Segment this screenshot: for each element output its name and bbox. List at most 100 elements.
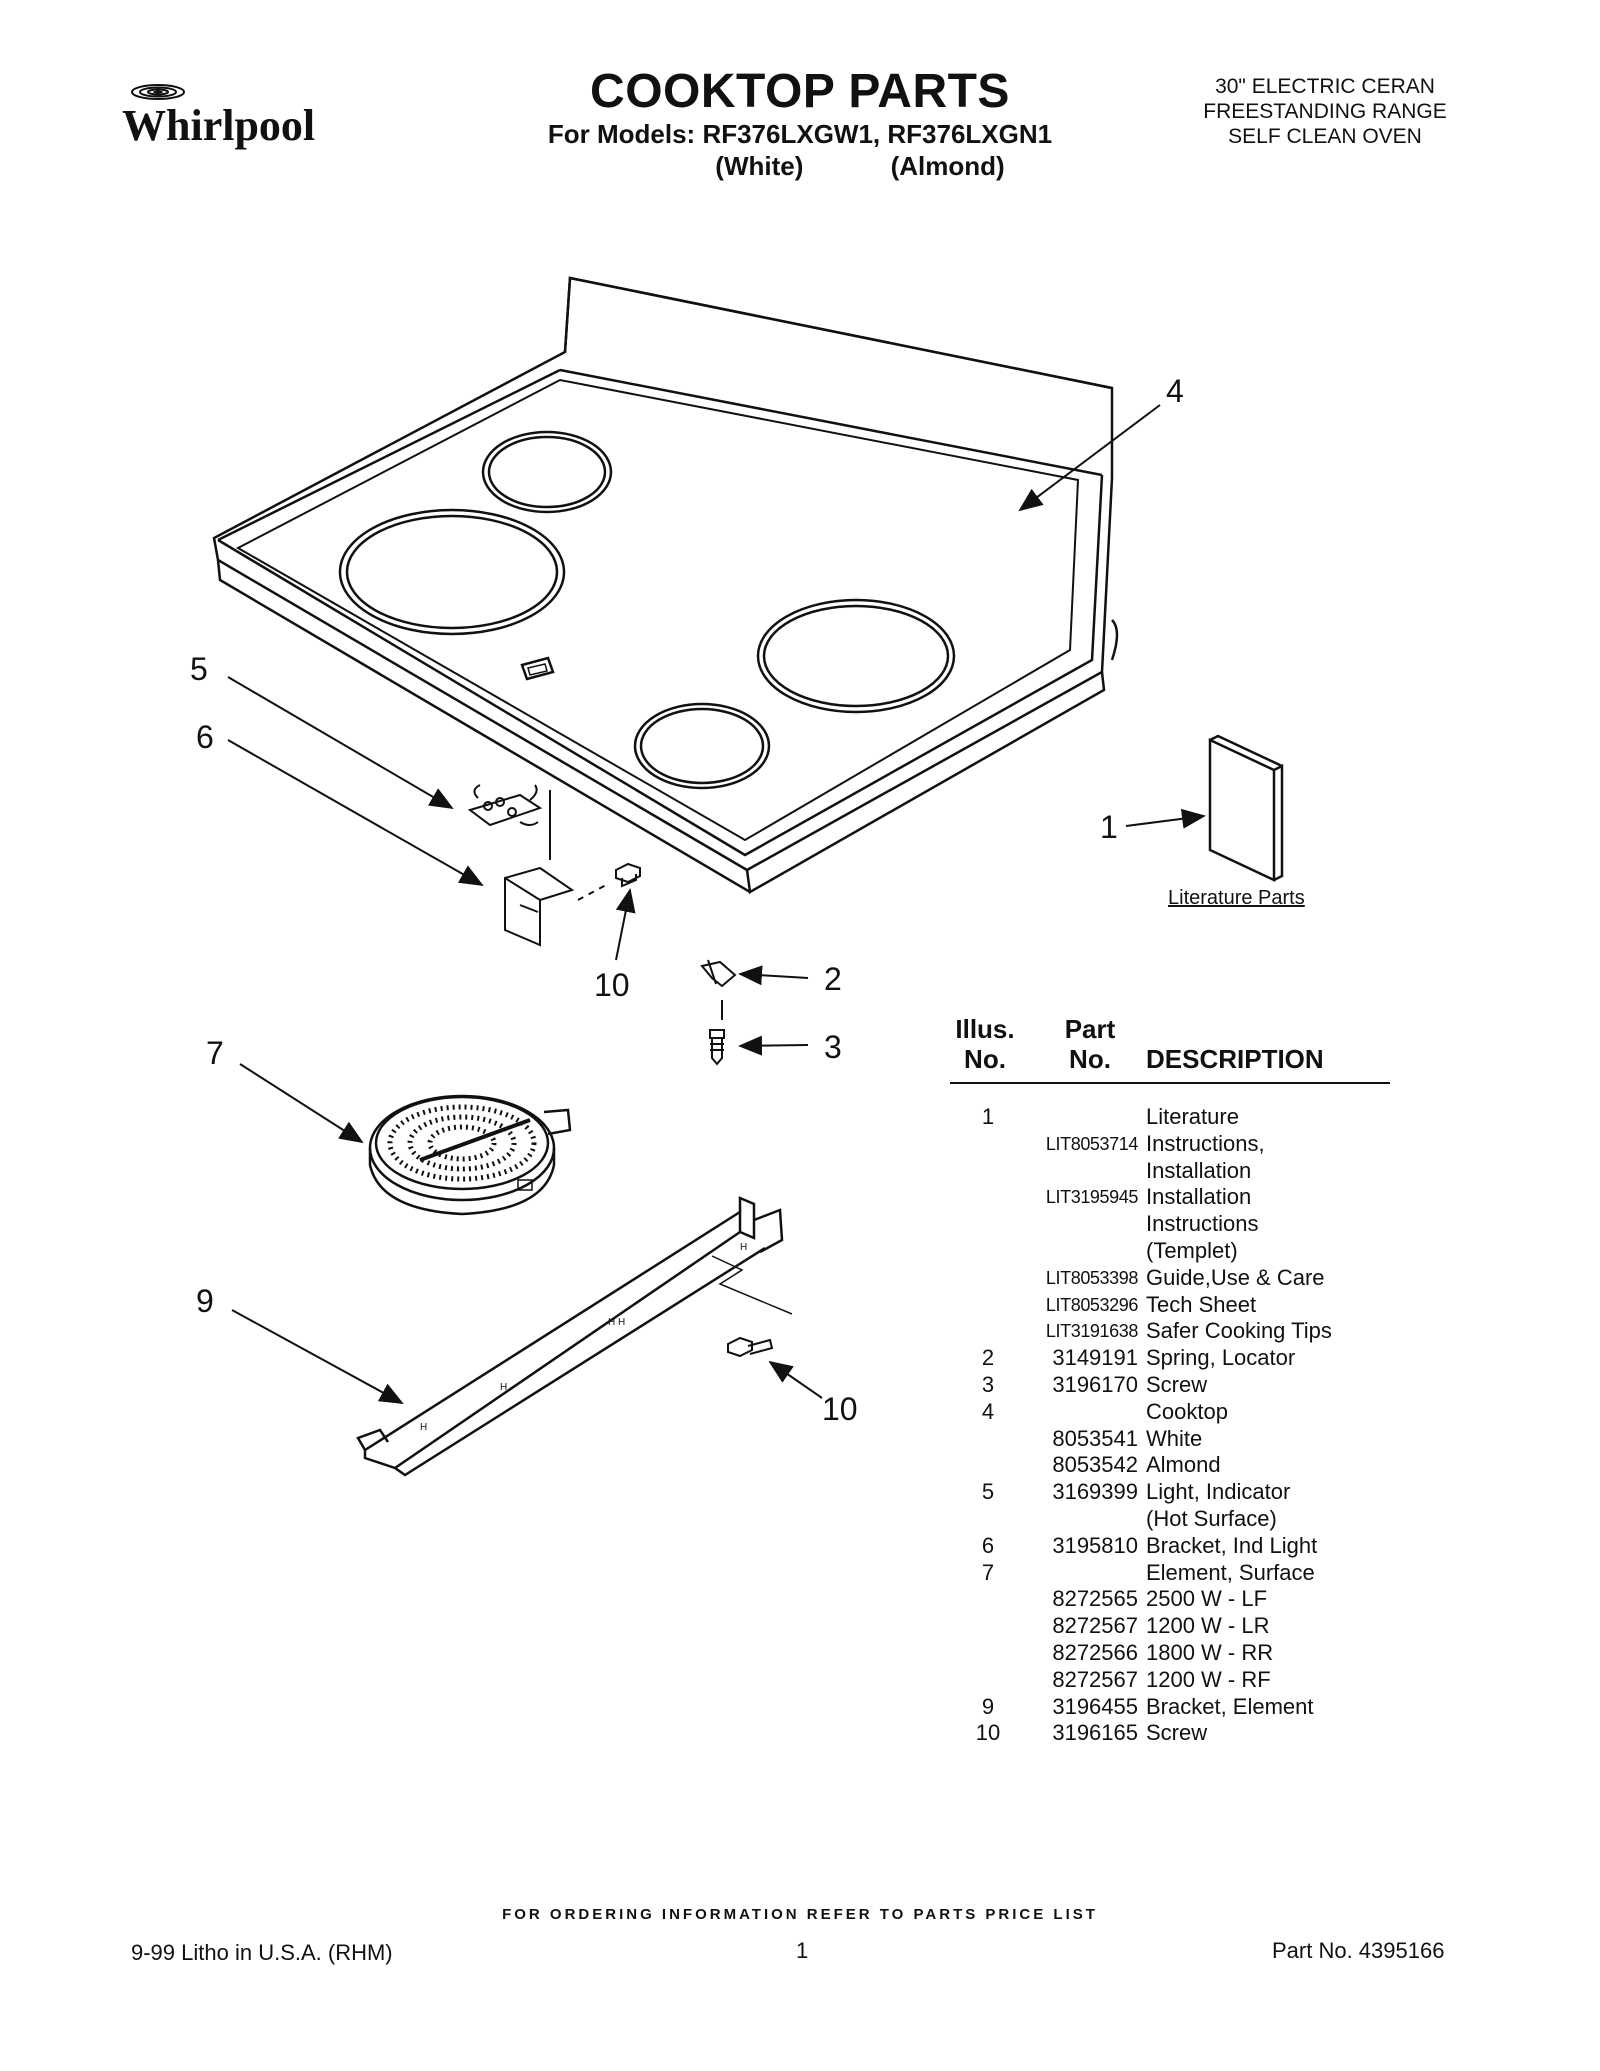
- callout-leader-9: [231, 1309, 404, 1404]
- cell-illus-no: 1: [981, 1104, 995, 1129]
- cell-part-no: LIT3195945: [1045, 1187, 1138, 1208]
- svg-text:H: H: [740, 1242, 747, 1253]
- callout-9: 9: [196, 1283, 214, 1319]
- callout-leader-2: [738, 965, 809, 986]
- callout-leader-1: [1125, 808, 1206, 829]
- cell-part-no: 8272567: [1052, 1666, 1138, 1692]
- parts-table: Illus. No. Part No. DESCRIPTION 1 Literat…: [950, 1010, 1390, 1747]
- table-header: Illus. No. Part No. DESCRIPTION: [950, 1010, 1390, 1084]
- table-row: 8272567 1200 W - RF: [950, 1667, 1390, 1694]
- callout-10-upper: 10: [594, 967, 630, 1003]
- element-bracket-illustration: H H H H H: [356, 1196, 793, 1477]
- callout-leader-3: [738, 1035, 809, 1056]
- table-row: LIT3195945 Installation: [950, 1184, 1390, 1211]
- callout-leader-7: [239, 1063, 364, 1144]
- table-row: LIT8053398 Guide,Use & Care: [950, 1265, 1390, 1292]
- callout-leader-6: [227, 739, 484, 886]
- screw-10-lower-illustration: [727, 1336, 774, 1358]
- cell-description: Element, Surface: [1146, 1559, 1315, 1585]
- cell-description: Cooktop: [1146, 1398, 1228, 1424]
- cell-part-no: 3195810: [1052, 1532, 1138, 1558]
- whirlpool-logo: Whirlpool: [122, 84, 315, 150]
- callout-7: 7: [206, 1035, 224, 1071]
- cell-illus-no: 7: [981, 1559, 995, 1585]
- cell-part-no: LIT3191638: [1045, 1321, 1138, 1342]
- product-line: FREESTANDING RANGE: [1203, 100, 1447, 123]
- table-row: Installation: [950, 1158, 1390, 1185]
- page-title: COOKTOP PARTS: [590, 65, 1010, 118]
- cell-description: 1800 W - RR: [1146, 1639, 1274, 1665]
- screw-illustration: [615, 862, 641, 888]
- cell-illus-no: 9: [981, 1693, 995, 1719]
- svg-text:H H: H H: [608, 1317, 625, 1328]
- cell-description: 2500 W - LF: [1146, 1586, 1268, 1612]
- cooktop-illustration: [212, 276, 1119, 895]
- cell-part-no: 8272566: [1052, 1639, 1138, 1665]
- callout-4: 4: [1166, 373, 1184, 409]
- cell-description: Instructions: [1146, 1211, 1259, 1237]
- callout-leader-10-upper: [615, 888, 636, 961]
- header-description: DESCRIPTION: [1146, 1044, 1324, 1074]
- cell-part-no: 3196455: [1052, 1693, 1138, 1719]
- cell-description: Screw: [1146, 1720, 1208, 1746]
- indicator-bracket-illustration: [504, 866, 607, 947]
- cell-description: (Hot Surface): [1146, 1505, 1277, 1531]
- cell-part-no: 3196170: [1052, 1371, 1138, 1397]
- table-row: Instructions: [950, 1211, 1390, 1238]
- cell-part-no: LIT8053398: [1045, 1267, 1138, 1288]
- literature-parts-caption: Literature Parts: [1168, 887, 1305, 909]
- cell-description: Installation: [1146, 1184, 1252, 1210]
- cell-illus-no: 5: [981, 1479, 995, 1505]
- cell-description: Spring, Locator: [1146, 1345, 1296, 1371]
- model-variants: (White) (Almond): [520, 150, 1080, 182]
- header-illus-no: Illus. No.: [955, 1014, 1015, 1074]
- callout-leader-10-lower: [768, 1360, 823, 1399]
- table-row: 1 Literature: [950, 1104, 1390, 1131]
- cell-description: Guide,Use & Care: [1146, 1264, 1325, 1290]
- cell-description: Light, Indicator: [1146, 1479, 1291, 1505]
- table-row: 8272566 1800 W - RR: [950, 1640, 1390, 1667]
- callout-leader-5: [227, 676, 454, 810]
- cell-part-no: LIT8053296: [1045, 1294, 1138, 1315]
- cell-part-no: LIT8053714: [1045, 1133, 1138, 1154]
- brand-wordmark: Whirlpool: [122, 101, 315, 150]
- table-row: (Templet): [950, 1238, 1390, 1265]
- callout-leader-4: [1018, 404, 1161, 512]
- cell-illus-no: 3: [981, 1371, 995, 1397]
- cell-part-no: 8053542: [1052, 1452, 1138, 1478]
- cell-description: (Templet): [1146, 1237, 1238, 1263]
- ordering-note: FOR ORDERING INFORMATION REFER TO PARTS …: [502, 1906, 1098, 1923]
- cell-description: 1200 W - RF: [1146, 1666, 1271, 1692]
- litho-note: 9-99 Litho in U.S.A. (RHM): [131, 1940, 393, 1965]
- callout-10-lower: 10: [822, 1391, 858, 1427]
- cell-part-no: 3149191: [1052, 1345, 1138, 1371]
- svg-text:H: H: [420, 1422, 427, 1433]
- spring-locator-illustration: [700, 959, 737, 1020]
- cell-part-no: 8053541: [1052, 1425, 1138, 1451]
- screw-3-illustration: [709, 1029, 725, 1066]
- exploded-parts-diagram: H H H H H 4 5 6 1 10 2 3 7 9 10: [190, 276, 1284, 1477]
- svg-text:H: H: [500, 1382, 507, 1393]
- variant-almond: (Almond): [890, 151, 1005, 181]
- table-row: 8272565 2500 W - LF: [950, 1586, 1390, 1613]
- cell-description: Literature: [1146, 1104, 1239, 1129]
- callout-5: 5: [190, 651, 208, 687]
- cell-part-no: 8272565: [1052, 1586, 1138, 1612]
- cell-part-no: 8272567: [1052, 1613, 1138, 1639]
- product-line: 30" ELECTRIC CERAN: [1215, 75, 1435, 98]
- title-block: COOKTOP PARTS For Models: RF376LXGW1, RF…: [520, 66, 1080, 182]
- cell-description: Instructions,: [1146, 1130, 1265, 1156]
